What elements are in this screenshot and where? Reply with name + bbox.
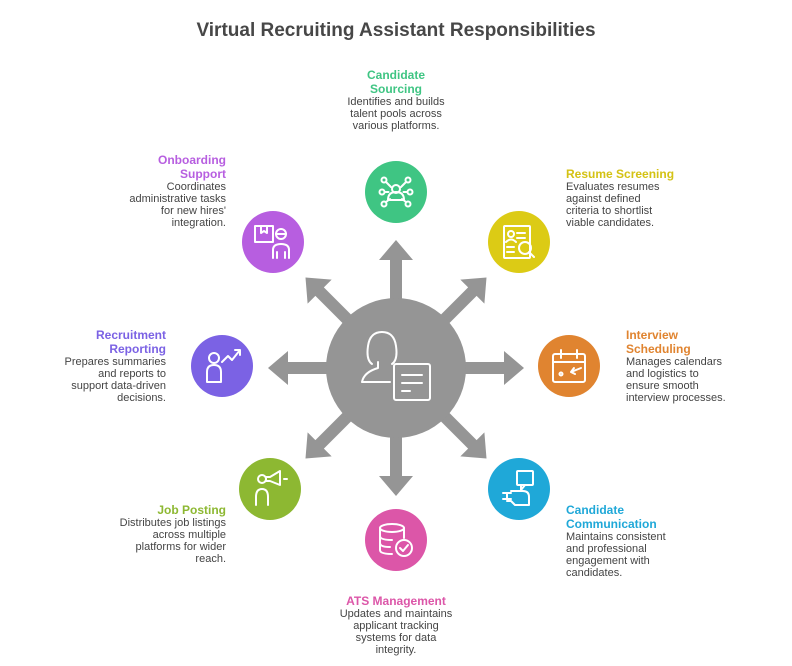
node-circle — [538, 335, 600, 397]
node-title: Communication — [566, 517, 657, 531]
arrow-sourcing — [379, 240, 413, 313]
node-circle — [191, 335, 253, 397]
node-description: Manages calendars and logistics to ensur… — [626, 356, 726, 404]
calendar-icon — [552, 349, 586, 383]
node-text-interview: Interview Scheduling Manages calendars a… — [626, 328, 731, 404]
node-text-resume: Resume Screening Evaluates resumes again… — [566, 167, 676, 229]
node-text-ats: ATS Management Updates and maintains app… — [336, 594, 456, 656]
node-title: Onboarding — [158, 153, 226, 167]
node-title: Interview — [626, 328, 679, 342]
recruiter-document-icon — [361, 331, 431, 401]
box-person-icon — [254, 225, 290, 259]
node-text-onboarding: Onboarding Support Coordinates administr… — [126, 153, 226, 229]
node-text-communication: Candidate Communication Maintains consis… — [566, 503, 666, 579]
node-interview — [538, 335, 600, 397]
node-title: Sourcing — [369, 82, 422, 96]
node-title: Reporting — [109, 342, 166, 356]
node-text-reporting: Recruitment Reporting Prepares summaries… — [60, 328, 166, 404]
node-communication — [488, 458, 550, 520]
network-people-icon — [378, 176, 414, 208]
node-title: Job Posting — [157, 503, 226, 517]
person-chart-icon — [206, 349, 241, 383]
center-hub — [326, 298, 466, 438]
node-description: Updates and maintains applicant tracking… — [339, 608, 453, 656]
node-title: Resume Screening — [566, 167, 675, 181]
node-title: Scheduling — [626, 342, 691, 356]
node-text-sourcing: Candidate Sourcing Identifies and builds… — [331, 68, 461, 132]
node-resume — [488, 211, 550, 273]
node-description: Distributes job listings across multiple… — [119, 517, 226, 565]
node-sourcing — [365, 161, 427, 223]
megaphone-person-icon — [255, 470, 288, 506]
node-description: Maintains consistent and professional en… — [566, 531, 666, 579]
node-description: Evaluates resumes against defined criter… — [566, 181, 660, 229]
node-description: Coordinates administrative tasks for new… — [129, 181, 226, 229]
node-circle — [365, 509, 427, 571]
node-onboarding — [242, 211, 304, 273]
arrow-reporting — [268, 351, 341, 385]
node-circle — [239, 458, 301, 520]
node-circle — [488, 458, 550, 520]
node-text-jobposting: Job Posting Distributes job listings acr… — [116, 503, 226, 565]
arrow-interview — [451, 351, 524, 385]
node-title: Support — [180, 167, 226, 181]
node-jobposting — [239, 458, 301, 520]
node-description: Identifies and builds talent pools acros… — [347, 96, 445, 132]
node-title: Candidate — [566, 503, 625, 517]
node-title: Recruitment — [95, 328, 166, 342]
node-title: ATS Management — [346, 594, 446, 608]
arrow-ats — [379, 423, 413, 496]
node-title: Candidate — [366, 68, 425, 82]
node-reporting — [191, 335, 253, 397]
node-description: Prepares summaries and reports to suppor… — [64, 356, 166, 404]
diagram-title: Virtual Recruiting Assistant Responsibil… — [196, 20, 596, 41]
chat-hand-icon — [502, 470, 534, 506]
database-check-icon — [379, 523, 413, 557]
node-ats — [365, 509, 427, 571]
node-circle — [488, 211, 550, 273]
resume-search-icon — [503, 225, 535, 259]
